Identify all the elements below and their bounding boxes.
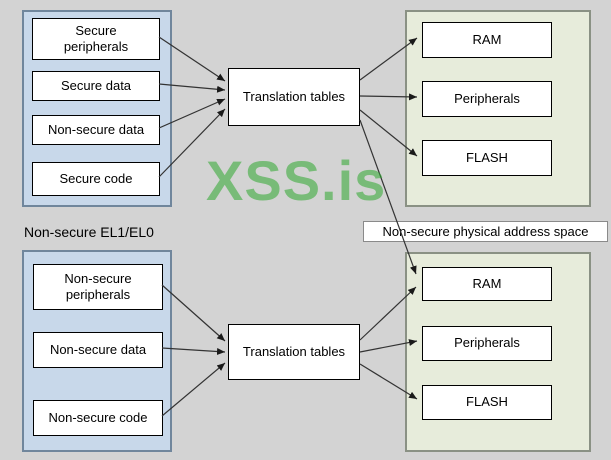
non-secure-physical-address-space-label: Non-secure physical address space — [363, 221, 608, 242]
non-secure-flash-box: FLASH — [422, 385, 552, 420]
secure-memory-container: RAM Peripherals FLASH — [405, 10, 591, 207]
secure-world-sources-container: Secure peripherals Secure data Non-secur… — [22, 10, 172, 207]
non-secure-data-box-secure-world: Non-secure data — [32, 115, 160, 145]
non-secure-translation-tables-box: Translation tables — [228, 324, 360, 380]
non-secure-ram-box: RAM — [422, 267, 552, 301]
non-secure-data-label-secure-world: Non-secure data — [47, 121, 145, 137]
non-secure-data-label: Non-secure data — [49, 341, 147, 357]
non-secure-code-label: Non-secure code — [48, 409, 148, 425]
non-secure-ram-label: RAM — [472, 275, 502, 291]
secure-translation-tables-label: Translation tables — [242, 88, 346, 104]
secure-peripherals-memory-label: Peripherals — [454, 90, 520, 106]
normal-world-sources-container: Non-secure peripherals Non-secure data N… — [22, 250, 172, 452]
non-secure-peripherals-label: Non-secure peripherals — [64, 270, 132, 302]
secure-ram-label: RAM — [472, 31, 502, 47]
non-secure-peripherals-memory-label: Peripherals — [454, 335, 520, 351]
secure-peripherals-memory-box: Peripherals — [422, 81, 552, 117]
non-secure-peripherals-box: Non-secure peripherals — [33, 264, 163, 310]
secure-flash-box: FLASH — [422, 140, 552, 176]
secure-code-label: Secure code — [59, 170, 133, 186]
secure-peripherals-label: Secure peripherals — [63, 22, 129, 54]
non-secure-el1-el0-label: Non-secure EL1/EL0 — [24, 224, 154, 240]
non-secure-memory-container: RAM Peripherals FLASH — [405, 252, 591, 452]
non-secure-flash-label: FLASH — [466, 394, 508, 410]
xss-watermark: XSS.is — [206, 149, 387, 212]
secure-data-label: Secure data — [60, 77, 132, 93]
non-secure-code-box: Non-secure code — [33, 400, 163, 436]
non-secure-peripherals-memory-box: Peripherals — [422, 326, 552, 361]
secure-data-box: Secure data — [32, 71, 160, 101]
secure-peripherals-box: Secure peripherals — [32, 18, 160, 60]
secure-translation-tables-box: Translation tables — [228, 68, 360, 126]
secure-ram-box: RAM — [422, 22, 552, 58]
non-secure-translation-tables-label: Translation tables — [242, 343, 346, 359]
secure-flash-label: FLASH — [466, 149, 508, 165]
non-secure-data-box: Non-secure data — [33, 332, 163, 368]
secure-code-box: Secure code — [32, 162, 160, 196]
